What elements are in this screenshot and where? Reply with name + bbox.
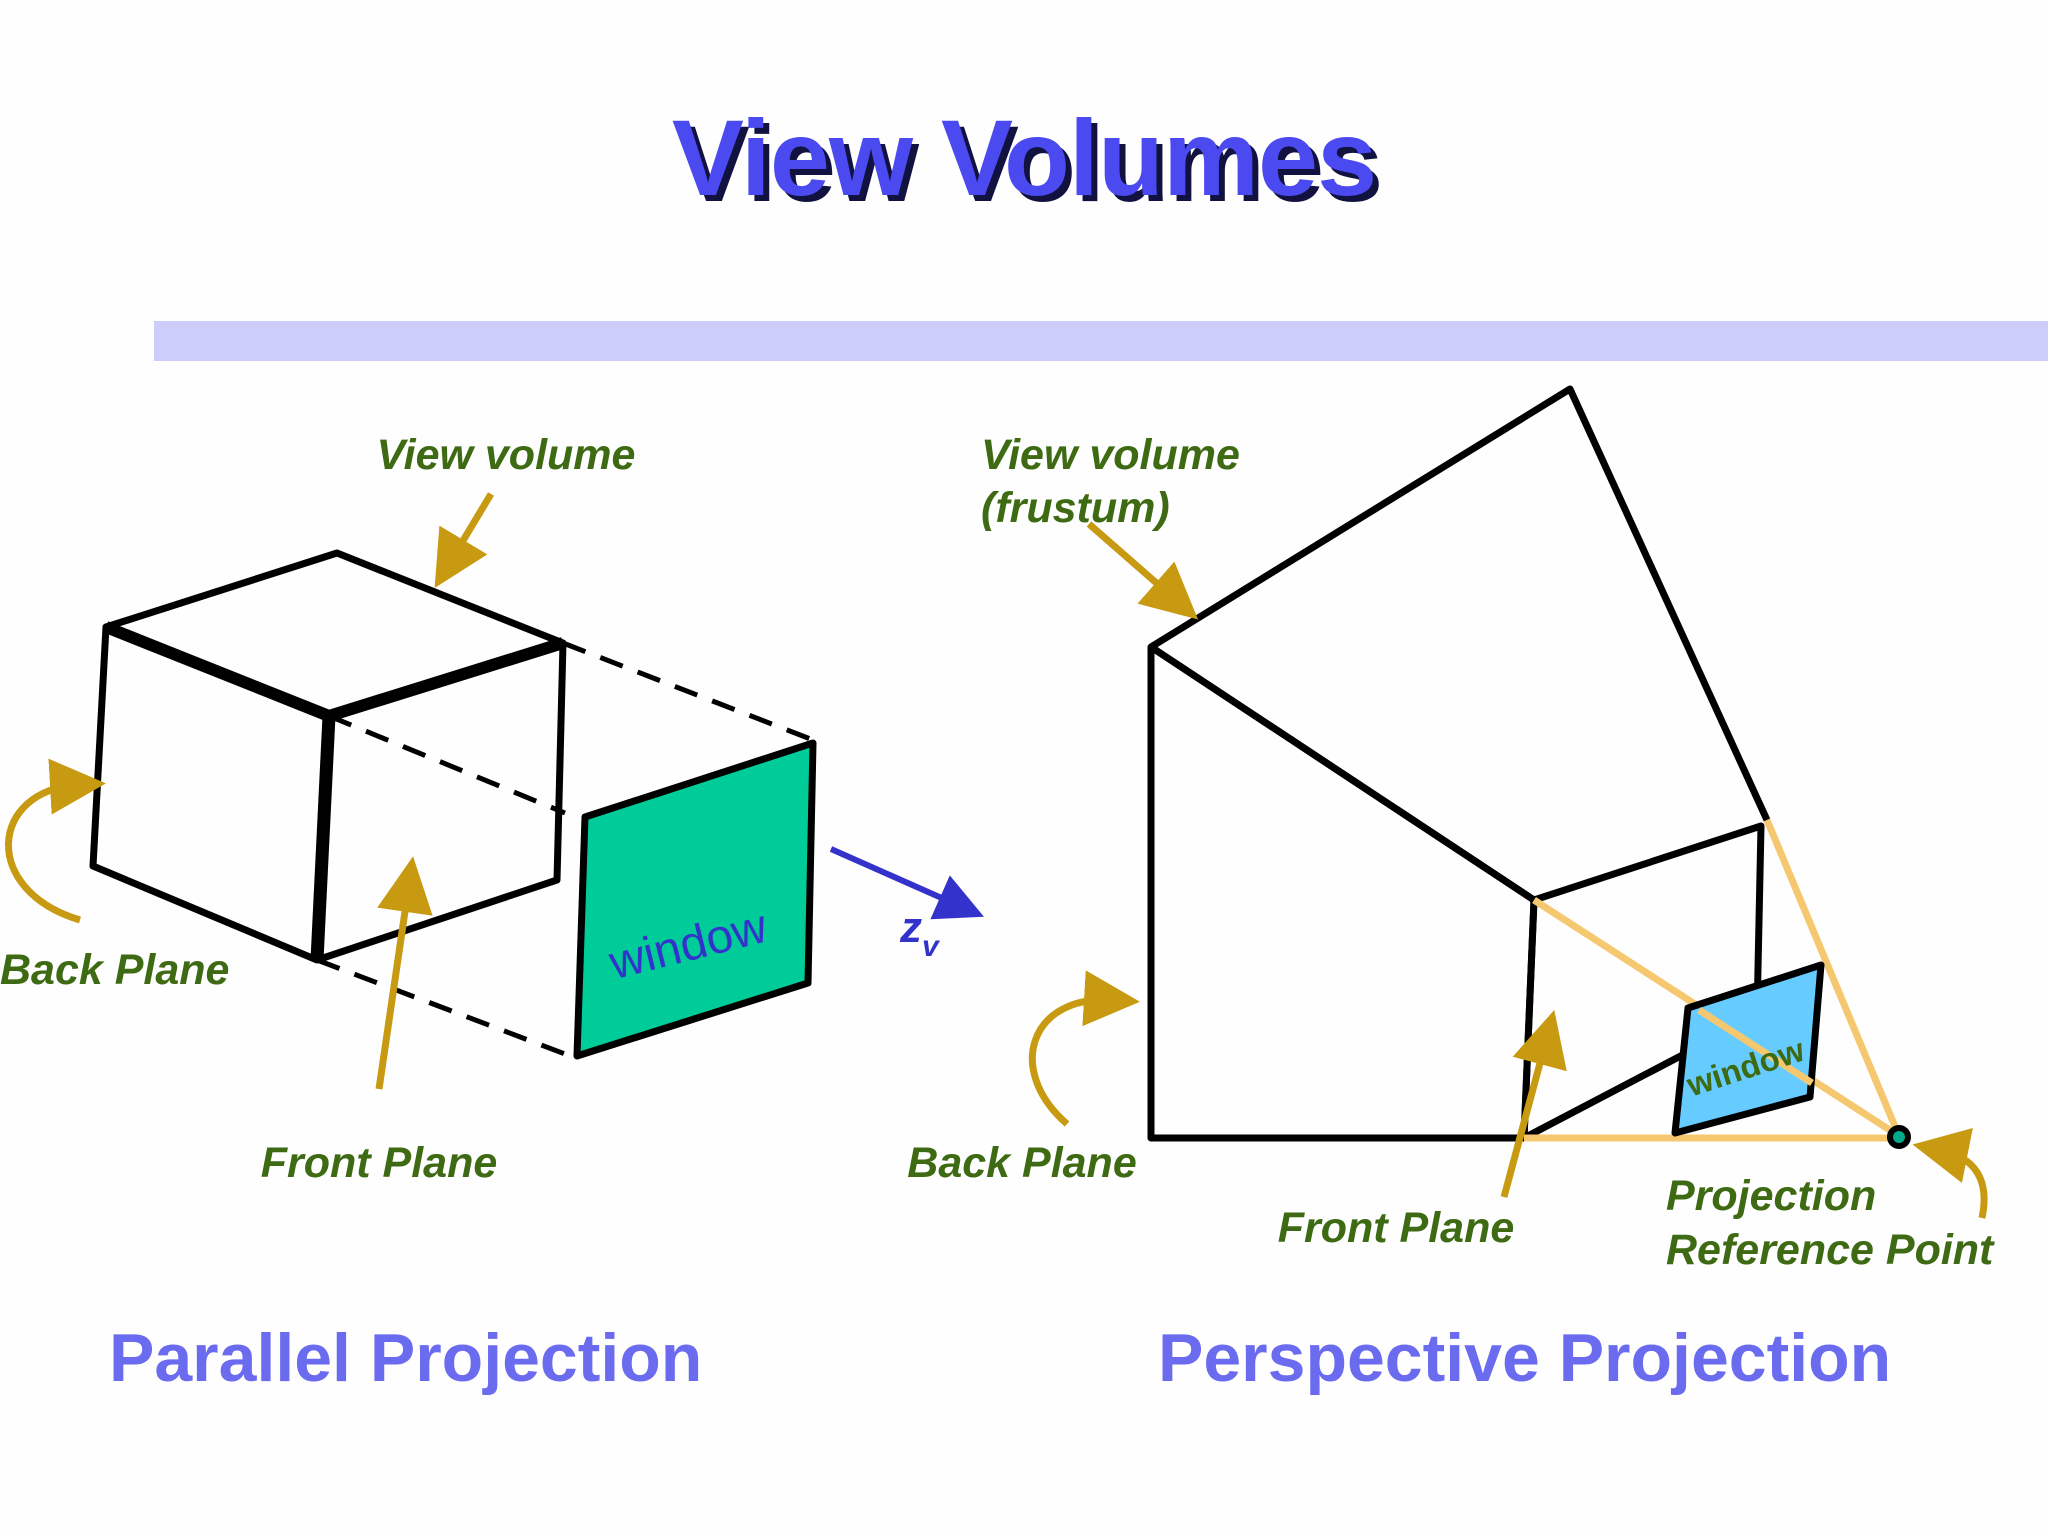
perspective-diagram: window View volume (frustum) Back Plane … — [907, 385, 1995, 1274]
perspective-window — [1671, 961, 1825, 1137]
parallel-back-plane-curved-arrow — [5, 758, 106, 924]
perspective-front-plane-arrow — [1500, 1009, 1567, 1198]
parallel-view-volume-box — [89, 549, 567, 964]
zv-axis-label: zv — [899, 903, 941, 963]
title-rule-bar — [154, 321, 2048, 361]
prp-label-line1: Projection — [1666, 1172, 1876, 1220]
frustum — [1147, 385, 1771, 1142]
parallel-box-front-right-edges — [315, 642, 567, 964]
parallel-view-volume-arrow — [434, 492, 495, 589]
parallel-view-volume-label: View volume — [377, 431, 636, 479]
perspective-projection-caption: Perspective Projection — [1158, 1320, 1892, 1396]
perspective-back-plane-label: Back Plane — [907, 1139, 1136, 1187]
parallel-front-plane-label: Front Plane — [261, 1139, 498, 1187]
perspective-back-plane-curved-arrow — [1028, 970, 1140, 1127]
perspective-front-plane-label: Front Plane — [1278, 1204, 1515, 1252]
prp-curved-arrow — [1912, 1128, 1988, 1219]
frustum-back-plane — [1147, 643, 1538, 1142]
frustum-label-line1: View volume — [981, 431, 1240, 479]
parallel-front-plane-arrow — [375, 856, 433, 1090]
zv-axis-letter: z — [899, 903, 922, 952]
prp-label-line2: Reference Point — [1666, 1226, 1995, 1274]
parallel-diagram: window zv View volume Back Plane Front P… — [0, 431, 984, 1187]
slide-title: View Volumes — [671, 97, 1377, 218]
parallel-projector-lines — [316, 640, 814, 1060]
parallel-box-back-face — [89, 623, 333, 964]
projection-reference-point — [1887, 1125, 1911, 1149]
parallel-projection-caption: Parallel Projection — [109, 1320, 703, 1396]
parallel-back-plane-label: Back Plane — [0, 946, 229, 994]
parallel-box-top-face — [102, 549, 567, 720]
frustum-top-edges — [1149, 385, 1771, 822]
zv-axis-arrow — [829, 846, 984, 920]
frustum-label-arrow — [1086, 521, 1199, 620]
frustum-label-line2: (frustum) — [981, 484, 1170, 532]
parallel-window — [573, 739, 817, 1060]
zv-axis-subscript: v — [922, 930, 941, 963]
perspective-window-projector-overlay — [1697, 1007, 1814, 1086]
